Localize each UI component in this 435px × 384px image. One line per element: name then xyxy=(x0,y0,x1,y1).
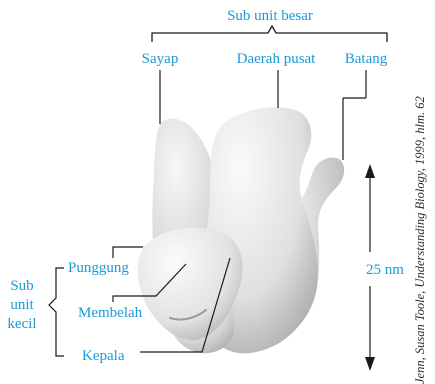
large-subunit-label: Sub unit besar xyxy=(227,8,313,24)
small-subunit-label-line3: kecil xyxy=(7,316,36,332)
ribosome-body xyxy=(138,107,344,353)
figure-credit: Jenn, Susan Toole, Understanding Biology… xyxy=(413,96,427,384)
size-scale: 25 nm xyxy=(365,164,404,371)
size-arrowhead-top xyxy=(365,164,375,178)
wing-label: Sayap xyxy=(142,51,179,67)
central-region-label: Daerah pusat xyxy=(237,51,317,67)
head-label: Kepala xyxy=(82,348,125,364)
size-label: 25 nm xyxy=(366,262,404,278)
stalk-label: Batang xyxy=(345,51,388,67)
ridge-leader-line xyxy=(113,247,143,258)
small-subunit-label-line2: unit xyxy=(10,297,34,313)
large-subunit-bracket xyxy=(152,26,387,42)
ridge-label: Punggung xyxy=(68,260,129,276)
cleft-label: Membelah xyxy=(78,305,143,321)
small-subunit-label-line1: Sub xyxy=(10,278,33,294)
size-arrowhead-bottom xyxy=(365,357,375,371)
small-subunit-bracket xyxy=(49,268,64,356)
